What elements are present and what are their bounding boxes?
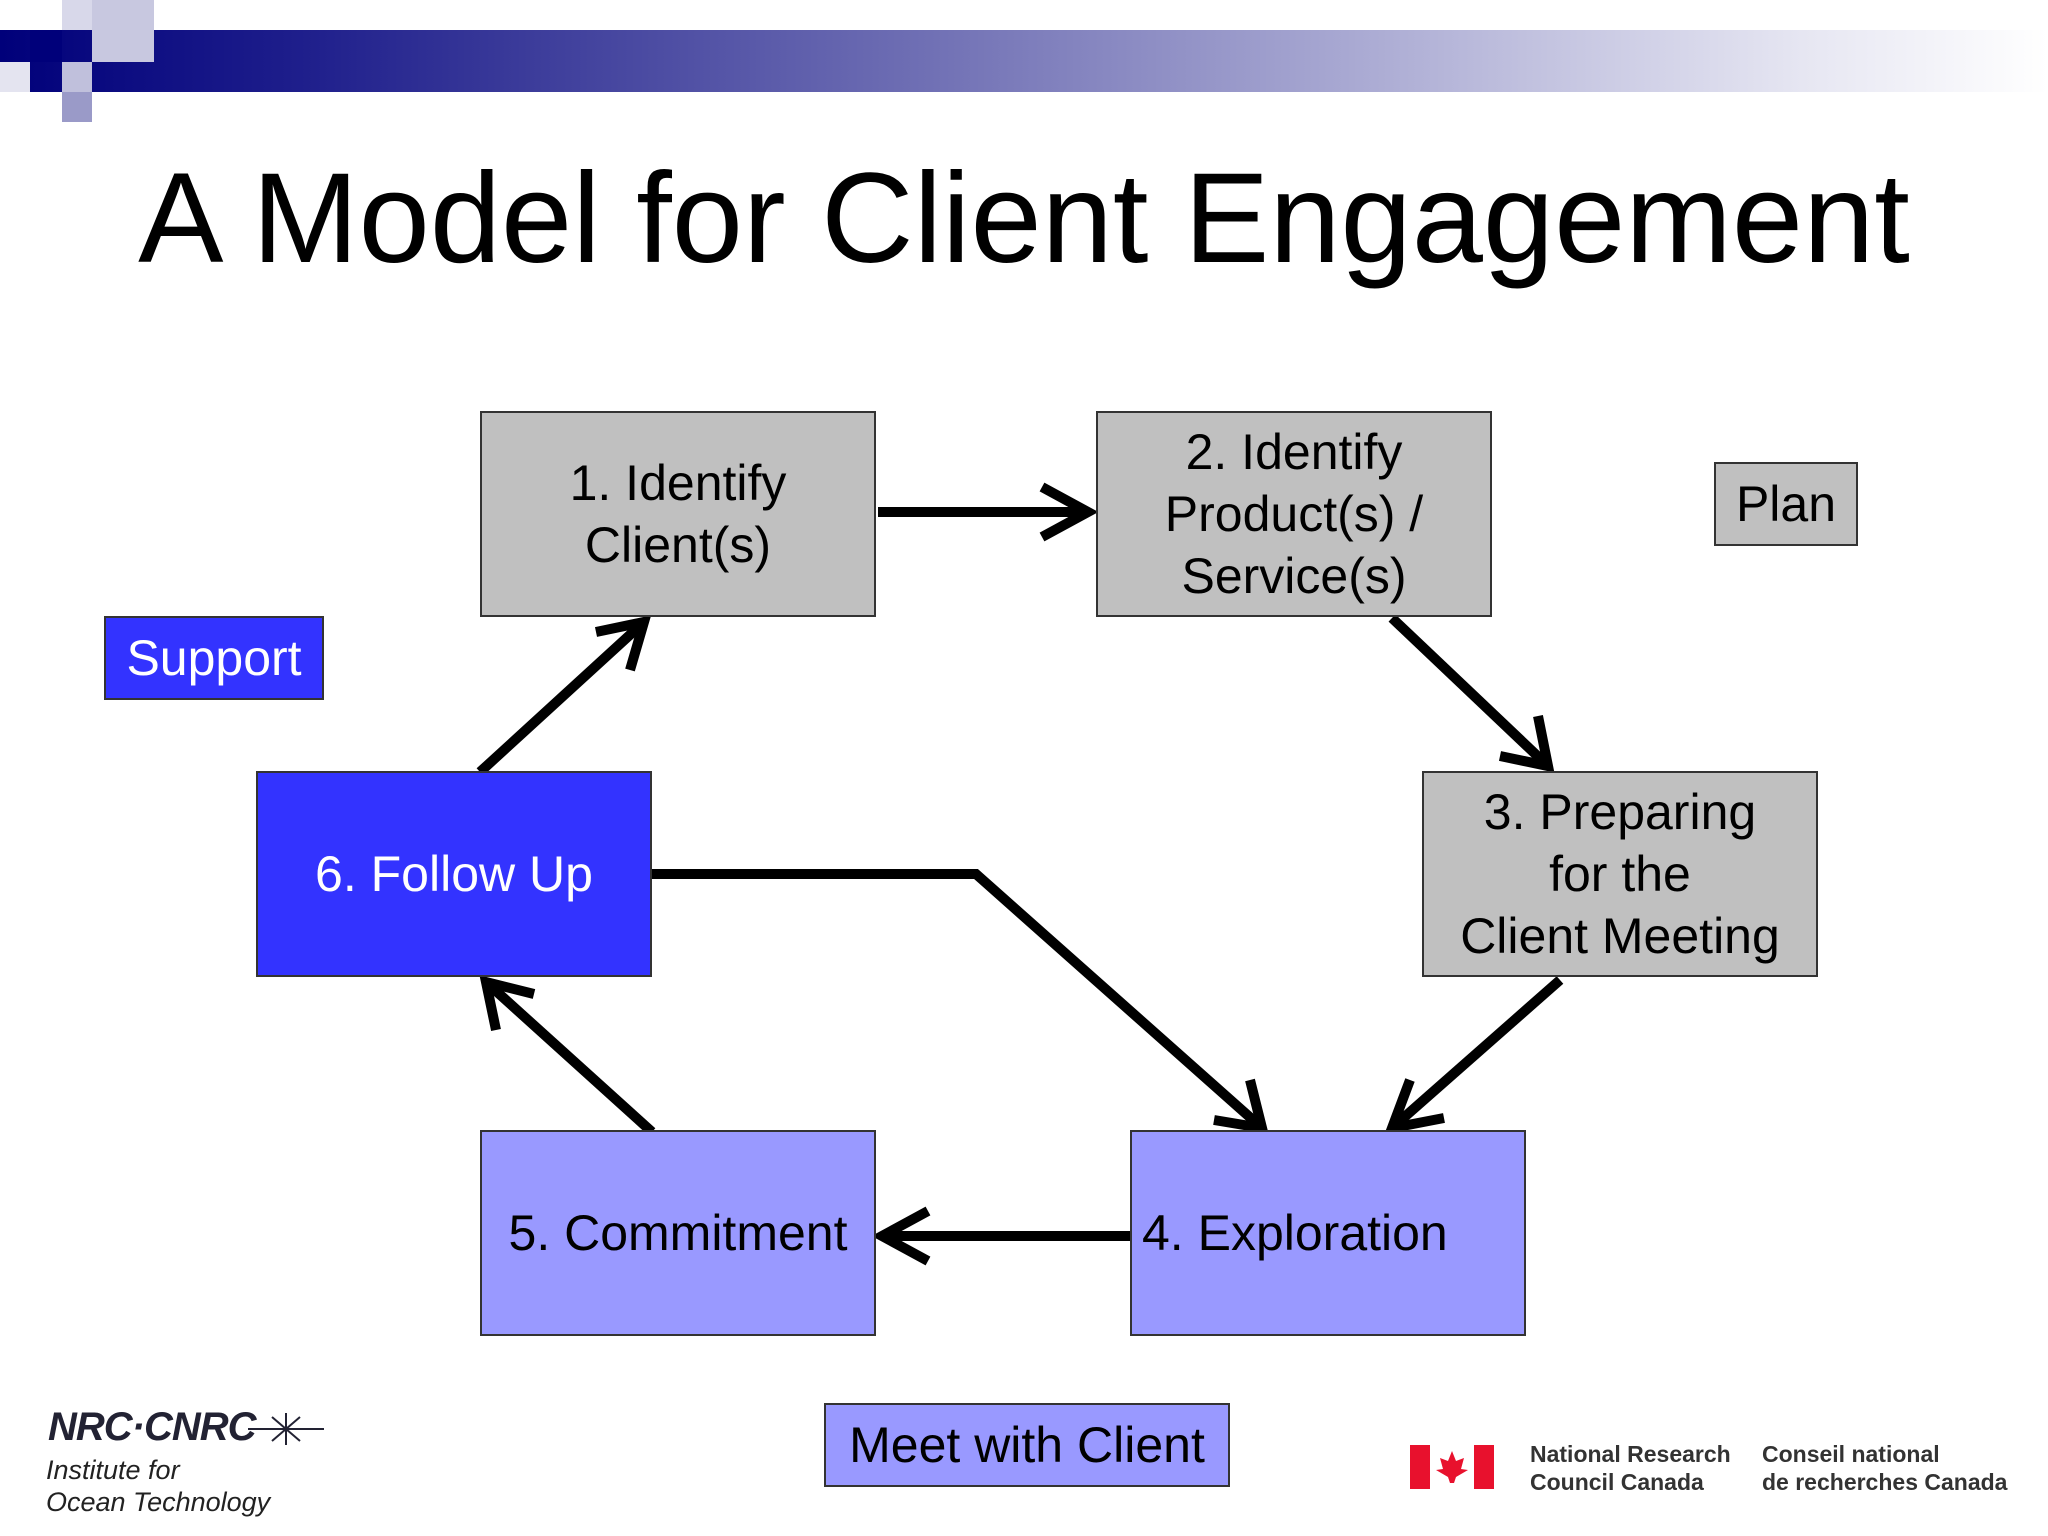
canada-flag-icon (1410, 1445, 1494, 1489)
legend-support: Support (104, 616, 324, 700)
nrc-logo-mark: NRC·CNRC (48, 1405, 257, 1449)
nrc-french-line-2: de recherches Canada (1762, 1469, 2008, 1495)
legend-plan: Plan (1714, 462, 1858, 546)
nrc-english-line-1: National Research (1530, 1441, 1731, 1467)
header-square-light-4 (62, 92, 92, 122)
nrc-french-line-1: Conseil national (1762, 1441, 1940, 1467)
step-4-exploration: 4. Exploration (1130, 1130, 1526, 1336)
nrc-english-name: National Research Council Canada (1530, 1440, 1731, 1496)
legend-meet-with-client: Meet with Client (824, 1403, 1230, 1487)
header-square-light-3 (62, 62, 92, 92)
step-6-follow-up: 6. Follow Up (256, 771, 652, 977)
nrc-english-line-2: Council Canada (1530, 1469, 1704, 1495)
step-2-identify-products-services: 2. Identify Product(s) / Service(s) (1096, 411, 1492, 617)
header-square-light-1 (62, 0, 92, 30)
step-1-identify-clients: 1. Identify Client(s) (480, 411, 876, 617)
header-square-light-5 (0, 62, 30, 92)
header-square-light-2 (92, 0, 154, 62)
step-5-commitment: 5. Commitment (480, 1130, 876, 1336)
nrc-institute-logo: NRC·CNRC Institute for Ocean Technology (34, 1405, 334, 1517)
nrc-french-name: Conseil national de recherches Canada (1762, 1440, 2007, 1496)
starburst-icon (248, 1413, 324, 1445)
step-3-preparing-client-meeting: 3. Preparing for the Client Meeting (1422, 771, 1818, 977)
institute-line-1: Institute for (46, 1455, 180, 1485)
institute-line-2: Ocean Technology (46, 1487, 271, 1517)
header-gradient-bar (0, 30, 2048, 92)
header-square-dark (30, 30, 62, 62)
slide-title: A Model for Client Engagement (138, 147, 1910, 290)
